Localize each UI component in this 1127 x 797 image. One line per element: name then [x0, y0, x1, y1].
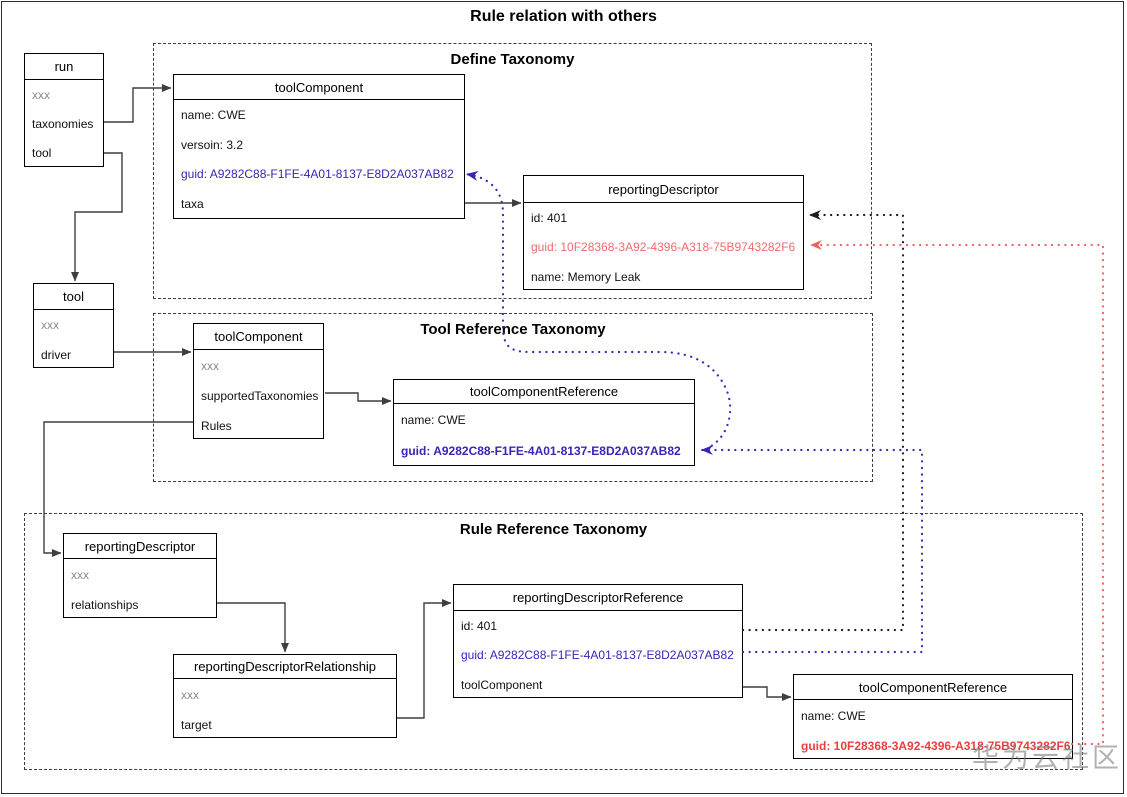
row-guid-red: guid: 10F28368-3A92-4396-A318-75B9743282…: [531, 240, 796, 255]
entity-run-row-tool: tool: [32, 146, 52, 160]
group-define-taxonomy-title: Define Taxonomy: [450, 51, 575, 68]
entity-run-row-xxx: xxx: [32, 88, 50, 102]
entity-reportingdescriptor-define: reportingDescriptor id: 401 guid: 10F283…: [523, 175, 804, 290]
entity-tool-row-driver: driver: [41, 347, 72, 362]
row-name-cwe: name: CWE: [181, 108, 246, 122]
entity-toolcomponentreference-ruleref-title: toolComponentReference: [794, 675, 1072, 700]
entity-toolcomponent-toolref: toolComponent xxx supportedTaxonomies Ru…: [193, 323, 324, 439]
row-taxa: taxa: [181, 196, 204, 211]
entity-toolcomponentreference-toolref: toolComponentReference name: CWE guid: A…: [393, 379, 695, 466]
row-guid-blue: guid: A9282C88-F1FE-4A01-8137-E8D2A037AB…: [461, 648, 734, 663]
entity-toolcomponent-toolref-title: toolComponent: [194, 324, 323, 350]
row-name-memory-leak: name: Memory Leak: [531, 269, 641, 284]
entity-tool: tool xxx driver: [33, 283, 114, 368]
row-name-cwe: name: CWE: [401, 413, 466, 427]
group-rule-reference-taxonomy-title: Rule Reference Taxonomy: [459, 521, 648, 538]
row-guid-blue-bold: guid: A9282C88-F1FE-4A01-8137-E8D2A037AB…: [401, 444, 681, 458]
row-toolcomponent: toolComponent: [461, 677, 543, 692]
row-target: target: [181, 718, 212, 732]
entity-reportingdescriptorrelationship: reportingDescriptorRelationship xxx targ…: [173, 654, 397, 738]
entity-reportingdescriptor-ruleref-title: reportingDescriptor: [64, 534, 216, 559]
row-xxx: xxx: [201, 359, 219, 373]
entity-reportingdescriptorrelationship-title: reportingDescriptorRelationship: [174, 655, 396, 679]
row-name-cwe: name: CWE: [801, 709, 866, 723]
entity-tool-title: tool: [34, 284, 113, 310]
entity-reportingdescriptorreference-title: reportingDescriptorReference: [454, 585, 742, 611]
row-id-401: id: 401: [461, 619, 498, 633]
entity-run-title: run: [25, 54, 103, 80]
entity-run-row-taxonomies: taxonomies: [32, 117, 94, 131]
entity-reportingdescriptorreference: reportingDescriptorReference id: 401 gui…: [453, 584, 743, 698]
entity-toolcomponent-define: toolComponent name: CWE versoin: 3.2 gui…: [173, 74, 465, 219]
entity-reportingdescriptor-define-title: reportingDescriptor: [524, 176, 803, 203]
row-rules: Rules: [201, 419, 232, 433]
entity-reportingdescriptor-ruleref: reportingDescriptor xxx relationships: [63, 533, 217, 618]
row-xxx: xxx: [71, 568, 89, 582]
diagram-title: Rule relation with others: [470, 8, 657, 25]
watermark: 华为云社区: [972, 743, 1122, 773]
row-guid-blue: guid: A9282C88-F1FE-4A01-8137-E8D2A037AB…: [181, 167, 454, 182]
entity-run: run xxx taxonomies tool: [24, 53, 104, 167]
row-id-401: id: 401: [531, 211, 568, 225]
row-xxx: xxx: [181, 688, 199, 702]
entity-toolcomponent-define-title: toolComponent: [174, 75, 464, 100]
row-relationships: relationships: [71, 598, 139, 612]
entity-tool-row-xxx: xxx: [41, 318, 59, 332]
row-versoin: versoin: 3.2: [181, 137, 244, 152]
entity-toolcomponentreference-toolref-title: toolComponentReference: [394, 380, 694, 404]
row-supportedtaxonomies: supportedTaxonomies: [201, 389, 319, 403]
